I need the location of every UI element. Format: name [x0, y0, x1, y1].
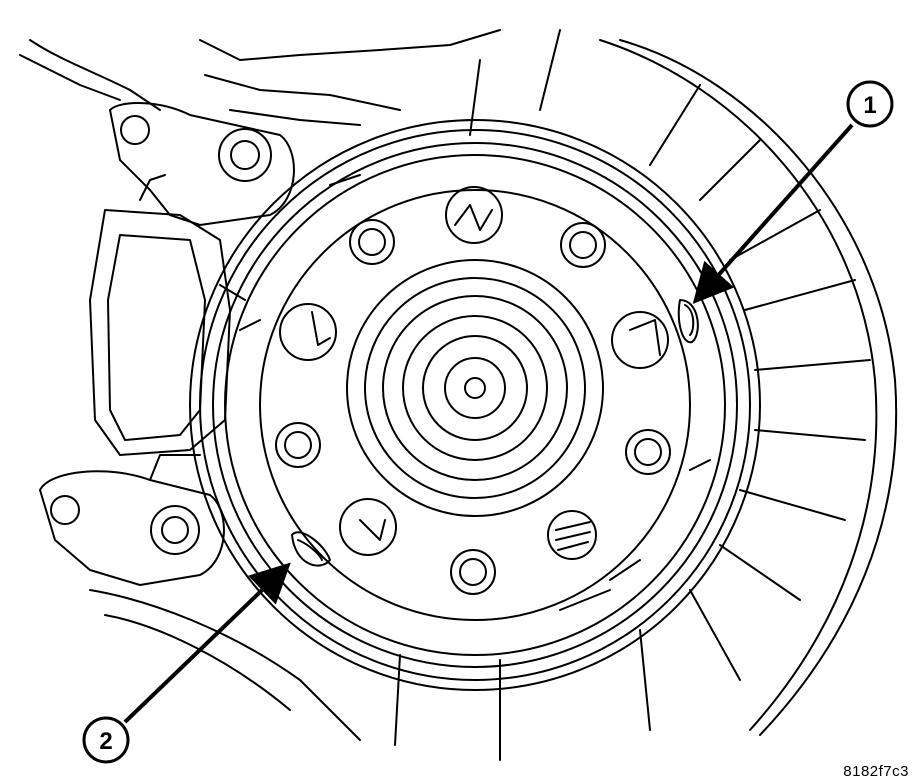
center-hub [346, 259, 604, 517]
callout-1-label: 1 [863, 92, 876, 119]
lug-nuts [275, 219, 671, 595]
rotor-screw-2 [291, 531, 331, 567]
caliper-bolt-upper [120, 115, 272, 182]
callout-2-label: 2 [99, 728, 112, 755]
figure-id: 8182f7c3 [843, 763, 909, 780]
brake-rotor [89, 39, 898, 761]
callout-2: 2 [82, 562, 291, 764]
callout-1: 1 [692, 80, 894, 304]
caliper-bolt-lower [50, 495, 200, 555]
flange-details [219, 174, 711, 611]
knuckle-outline [19, 29, 561, 136]
hub-flange [189, 119, 761, 691]
rotor-screw-1 [677, 299, 699, 344]
rotor-holes [279, 186, 669, 560]
brake-caliper [39, 102, 295, 586]
